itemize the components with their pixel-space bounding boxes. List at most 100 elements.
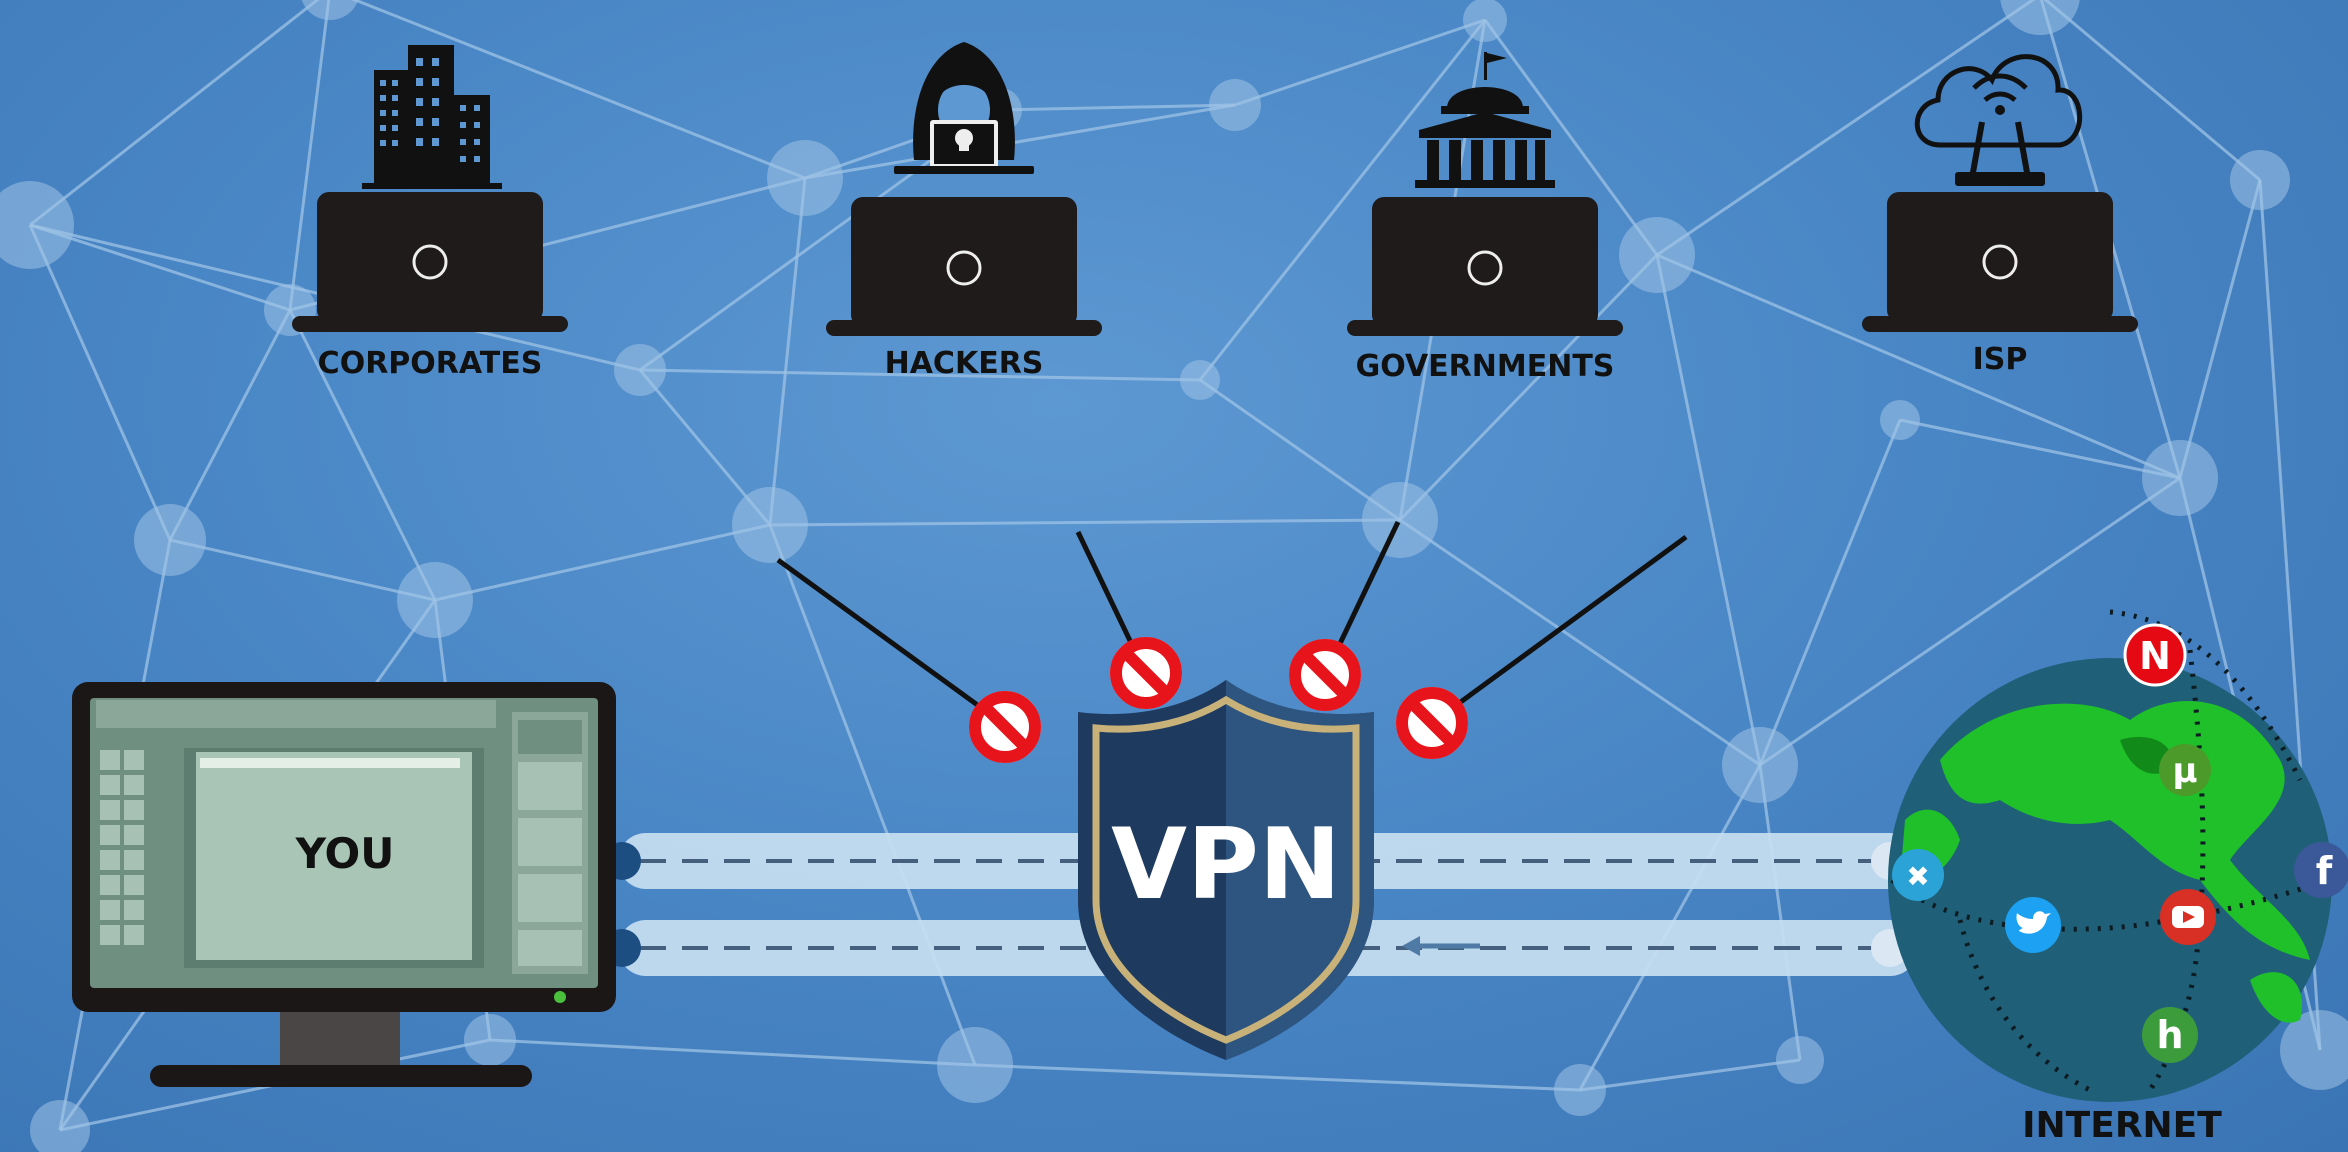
mesh-node (2000, 0, 2080, 35)
svg-text:N: N (2139, 634, 2171, 678)
block-sign-icon (969, 691, 1041, 763)
mesh-node (0, 181, 74, 269)
mesh-link (434, 523, 771, 602)
svg-text:f: f (2316, 849, 2333, 893)
youtube-icon (2160, 889, 2216, 945)
user-computer: YOU (72, 682, 616, 1087)
mesh-link (1656, 253, 2181, 480)
observer-corporates: CORPORATES (292, 45, 568, 381)
laptop-icon (1347, 197, 1623, 336)
kodi-icon: ✖ (1892, 849, 1944, 901)
mesh-link (769, 518, 1401, 527)
mesh-link (288, 309, 437, 601)
mesh-link (489, 1038, 976, 1067)
sidebar-grid (100, 750, 144, 945)
facebook-icon: f (2294, 842, 2348, 898)
mesh-node (397, 562, 473, 638)
mesh-link (1758, 419, 1902, 766)
mesh-node (767, 140, 843, 216)
mesh-link (1656, 0, 2036, 257)
laptop-icon (1862, 192, 2138, 332)
hooded-hacker-icon (894, 42, 1034, 174)
mesh-link (288, 0, 331, 311)
block-sign-icon (1396, 687, 1468, 759)
mesh-node (732, 487, 808, 563)
mesh-link (768, 524, 977, 1066)
mesh-link (1199, 378, 1401, 522)
mesh-node (1776, 1036, 1824, 1084)
mesh-link (1579, 1058, 1801, 1092)
observer-label: GOVERNMENTS (1356, 349, 1615, 384)
twitter-icon (2005, 897, 2061, 953)
mesh-link (1198, 19, 1487, 381)
mesh-node (301, 0, 359, 20)
mesh-link (29, 223, 291, 312)
mesh-link (804, 103, 1236, 180)
mesh-link (1398, 253, 1659, 522)
mesh-link (1655, 254, 1762, 766)
observer-governments: GOVERNMENTS (1347, 52, 1623, 384)
vpn-label: VPN (1111, 808, 1341, 922)
laptop-icon (826, 197, 1102, 336)
mesh-node (614, 344, 666, 396)
mesh-node (1880, 400, 1920, 440)
vpn-shield: VPN (1078, 680, 1374, 1060)
mesh-node (1722, 727, 1798, 803)
observer-label: CORPORATES (318, 346, 543, 381)
mesh-node (1619, 217, 1695, 293)
government-building-icon (1415, 52, 1555, 188)
mesh-link (351, 0, 806, 180)
mesh-link (2178, 179, 2262, 479)
internet-label: INTERNET (2022, 1105, 2222, 1146)
block-sign-icon (1110, 637, 1182, 709)
mesh-link (1234, 18, 1486, 107)
netflix-icon: N (2123, 623, 2187, 687)
mesh-link (768, 177, 807, 526)
mesh-link (2043, 0, 2261, 182)
user-label: YOU (295, 829, 395, 878)
utorrent-icon: µ (2159, 744, 2211, 796)
laptop-icon (292, 192, 568, 332)
mesh-node (134, 504, 206, 576)
attack-line-corporates (776, 557, 1007, 728)
attack-line-isp (1430, 534, 1688, 726)
mesh-link (1399, 518, 1761, 767)
observer-label: HACKERS (885, 346, 1044, 381)
mesh-node (1554, 1064, 1606, 1116)
mesh-node (1209, 79, 1261, 131)
mesh-link (29, 0, 320, 227)
svg-text:✖: ✖ (1906, 860, 1929, 893)
mesh-link (1758, 764, 1802, 1061)
mesh-node (464, 1014, 516, 1066)
mesh-node (1362, 482, 1438, 558)
observer-isp: ISP (1862, 54, 2138, 377)
mesh-node (30, 1100, 90, 1152)
mesh-node (937, 1027, 1013, 1103)
mesh-node (2280, 1010, 2348, 1090)
mesh-node (1463, 0, 1507, 42)
cloud-wifi-router-icon (1914, 54, 2083, 186)
observer-hackers: HACKERS (826, 42, 1102, 381)
building-icon (362, 45, 502, 189)
mesh-node (1180, 360, 1220, 400)
mesh-link (639, 368, 1201, 382)
observer-label: ISP (1973, 342, 2028, 377)
mesh-link (28, 224, 172, 541)
block-sign-icon (1289, 639, 1361, 711)
svg-text:h: h (2156, 1013, 2183, 1057)
internet-globe: N µ f ✖ h INTERNET (1888, 609, 2348, 1146)
mesh-link (999, 103, 1236, 112)
svg-text:µ: µ (2172, 751, 2197, 791)
block-signs (969, 637, 1468, 763)
mesh-node (2142, 440, 2218, 516)
mesh-link (169, 538, 436, 602)
mesh-link (974, 1063, 1581, 1092)
mesh-node (2230, 150, 2290, 210)
mesh-link (1759, 476, 2181, 767)
mesh-link (168, 309, 292, 541)
arrow-left-icon (1402, 936, 1480, 956)
hulu-icon: h (2142, 1007, 2198, 1063)
mesh-link (1483, 19, 1659, 256)
